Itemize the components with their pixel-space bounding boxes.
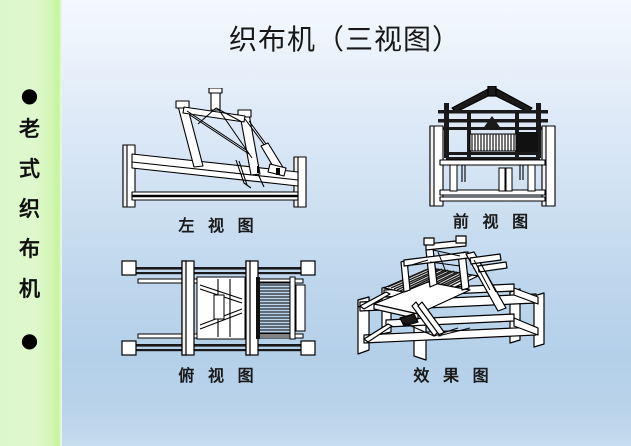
iso-view-caption: 效 果 图 [413,366,493,385]
left-view-caption: 左 视 图 [178,216,258,235]
page-title: 织布机（三视图） [228,23,461,56]
sidebar-bullet-top: ● [20,83,39,107]
top-view-drawing [118,255,318,360]
sidebar-edge-line [59,0,62,446]
iso-view-drawing [338,232,568,362]
front-view-drawing [420,86,565,212]
sidebar-char-2: 式 [19,156,40,181]
sidebar [0,0,59,446]
sidebar-vertical-title: 老 式 织 布 机 [0,118,59,318]
sidebar-char-1: 老 [19,116,40,141]
top-view-caption: 俯 视 图 [178,366,258,385]
sidebar-char-3: 织 [19,196,40,221]
left-view-drawing [118,88,318,210]
sidebar-char-5: 机 [19,276,40,301]
front-view-caption: 前 视 图 [452,212,533,231]
sidebar-bullet-bottom: ● [20,328,39,352]
sidebar-char-4: 布 [19,236,40,261]
